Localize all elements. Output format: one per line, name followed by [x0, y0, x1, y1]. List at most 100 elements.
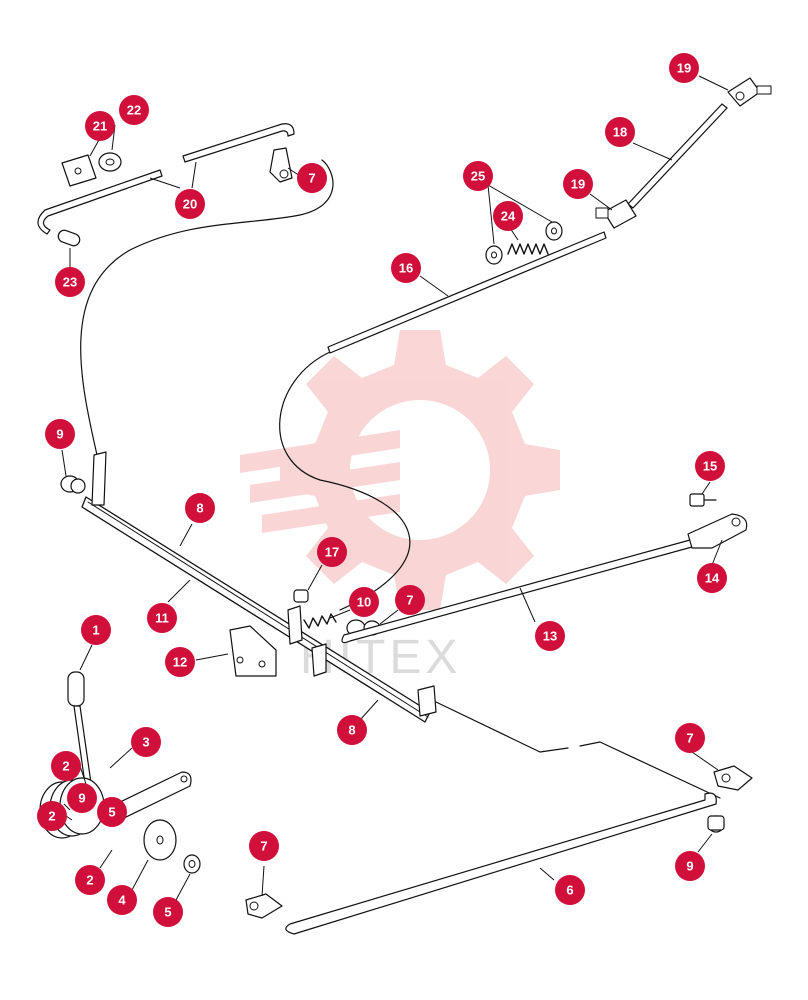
callout-circle [67, 783, 97, 813]
callout-label: 17 [325, 545, 339, 560]
callout-circle [97, 797, 127, 827]
callout-c7c: 7 [249, 831, 279, 861]
callout-label: 2 [86, 873, 93, 888]
callout-circle [119, 95, 149, 125]
watermark-logo: HITEX [240, 330, 560, 684]
callout-label: 3 [142, 735, 149, 750]
callout-c9b: 9 [67, 783, 97, 813]
callout-c5a: 5 [97, 797, 127, 827]
ball-joint-19-lower [595, 199, 637, 229]
spring-10 [303, 613, 337, 629]
callout-label: 4 [118, 893, 126, 908]
callout-circle [395, 585, 425, 615]
bolt-15 [689, 493, 717, 507]
callout-circle [147, 603, 177, 633]
callout-label: 23 [63, 275, 77, 290]
callout-c7b: 7 [395, 585, 425, 615]
callout-c19b: 19 [563, 169, 593, 199]
callout-c6: 6 [555, 875, 585, 905]
callout-label: 22 [127, 103, 141, 118]
clevis-14 [687, 513, 748, 549]
bearing-9-left [60, 475, 86, 494]
choke-cable [279, 351, 411, 611]
clip-7-bottom [245, 893, 283, 919]
screw-17 [293, 589, 309, 603]
callout-label: 20 [183, 197, 197, 212]
callout-circle [695, 451, 725, 481]
callout-label: 7 [686, 731, 693, 746]
ball-joint-19-top [727, 77, 772, 107]
callout-c7a: 7 [297, 163, 327, 193]
washer-25-left [485, 245, 503, 265]
callout-label: 9 [686, 859, 693, 874]
callout-c1: 1 [81, 615, 111, 645]
callout-label: 16 [399, 261, 413, 276]
callout-c23: 23 [55, 267, 85, 297]
callout-circle [85, 111, 115, 141]
callout-label: 18 [613, 125, 627, 140]
callout-label: 19 [571, 177, 585, 192]
shaft-11 [81, 451, 437, 723]
callout-label: 5 [108, 805, 115, 820]
callout-circle [75, 865, 105, 895]
callout-c13: 13 [535, 621, 565, 651]
callout-label: 7 [406, 593, 413, 608]
callout-c3: 3 [131, 727, 161, 757]
callout-c19a: 19 [669, 53, 699, 83]
callout-c11: 11 [147, 603, 177, 633]
callout-c8a: 8 [185, 493, 215, 523]
callout-circle [81, 615, 111, 645]
callout-circle [37, 801, 67, 831]
callout-c16: 16 [391, 253, 421, 283]
callout-circle [297, 163, 327, 193]
callout-circle [45, 419, 75, 449]
callout-label: 15 [703, 459, 717, 474]
callout-c5b: 5 [153, 897, 183, 927]
callout-circle [131, 727, 161, 757]
callout-label: 7 [308, 171, 315, 186]
callout-circle [605, 117, 635, 147]
callout-c4: 4 [107, 885, 137, 915]
callout-c2a: 2 [51, 751, 81, 781]
callout-circle [349, 587, 379, 617]
callout-circle [697, 563, 727, 593]
bushing-22 [98, 152, 122, 172]
bracket-12 [229, 625, 277, 677]
callout-circle [563, 169, 593, 199]
rod-6 [285, 792, 717, 935]
callout-circle [175, 189, 205, 219]
callout-c9a: 9 [45, 419, 75, 449]
callout-c2b: 2 [37, 801, 67, 831]
callout-c10: 10 [349, 587, 379, 617]
callout-c18: 18 [605, 117, 635, 147]
leader-lines [61, 75, 729, 901]
callout-label: 7 [260, 839, 267, 854]
clip-21 [61, 154, 97, 187]
callout-circle [391, 253, 421, 283]
callout-circle [55, 267, 85, 297]
callout-circle [669, 53, 699, 83]
callout-c17: 17 [317, 537, 347, 567]
callout-label: 12 [173, 655, 187, 670]
pivot-shaft-3 [111, 771, 192, 819]
callout-c25: 25 [463, 161, 493, 191]
rod-20-upper [182, 123, 295, 163]
gear-icon [240, 330, 560, 610]
grip-1 [67, 671, 85, 707]
callout-label: 24 [501, 209, 516, 224]
washer-4 [143, 819, 177, 861]
callout-label: 8 [348, 723, 355, 738]
grip-23 [57, 229, 81, 247]
callout-label: 11 [155, 611, 169, 626]
callout-label: 2 [48, 809, 55, 824]
callout-circle [51, 751, 81, 781]
rod-20-lower [37, 169, 163, 235]
callout-c15: 15 [695, 451, 725, 481]
callout-label: 9 [78, 791, 85, 806]
callout-c14: 14 [697, 563, 727, 593]
washer-25-right [545, 221, 563, 241]
callout-label: 5 [164, 905, 171, 920]
callout-label: 10 [357, 595, 371, 610]
callout-circle [317, 537, 347, 567]
